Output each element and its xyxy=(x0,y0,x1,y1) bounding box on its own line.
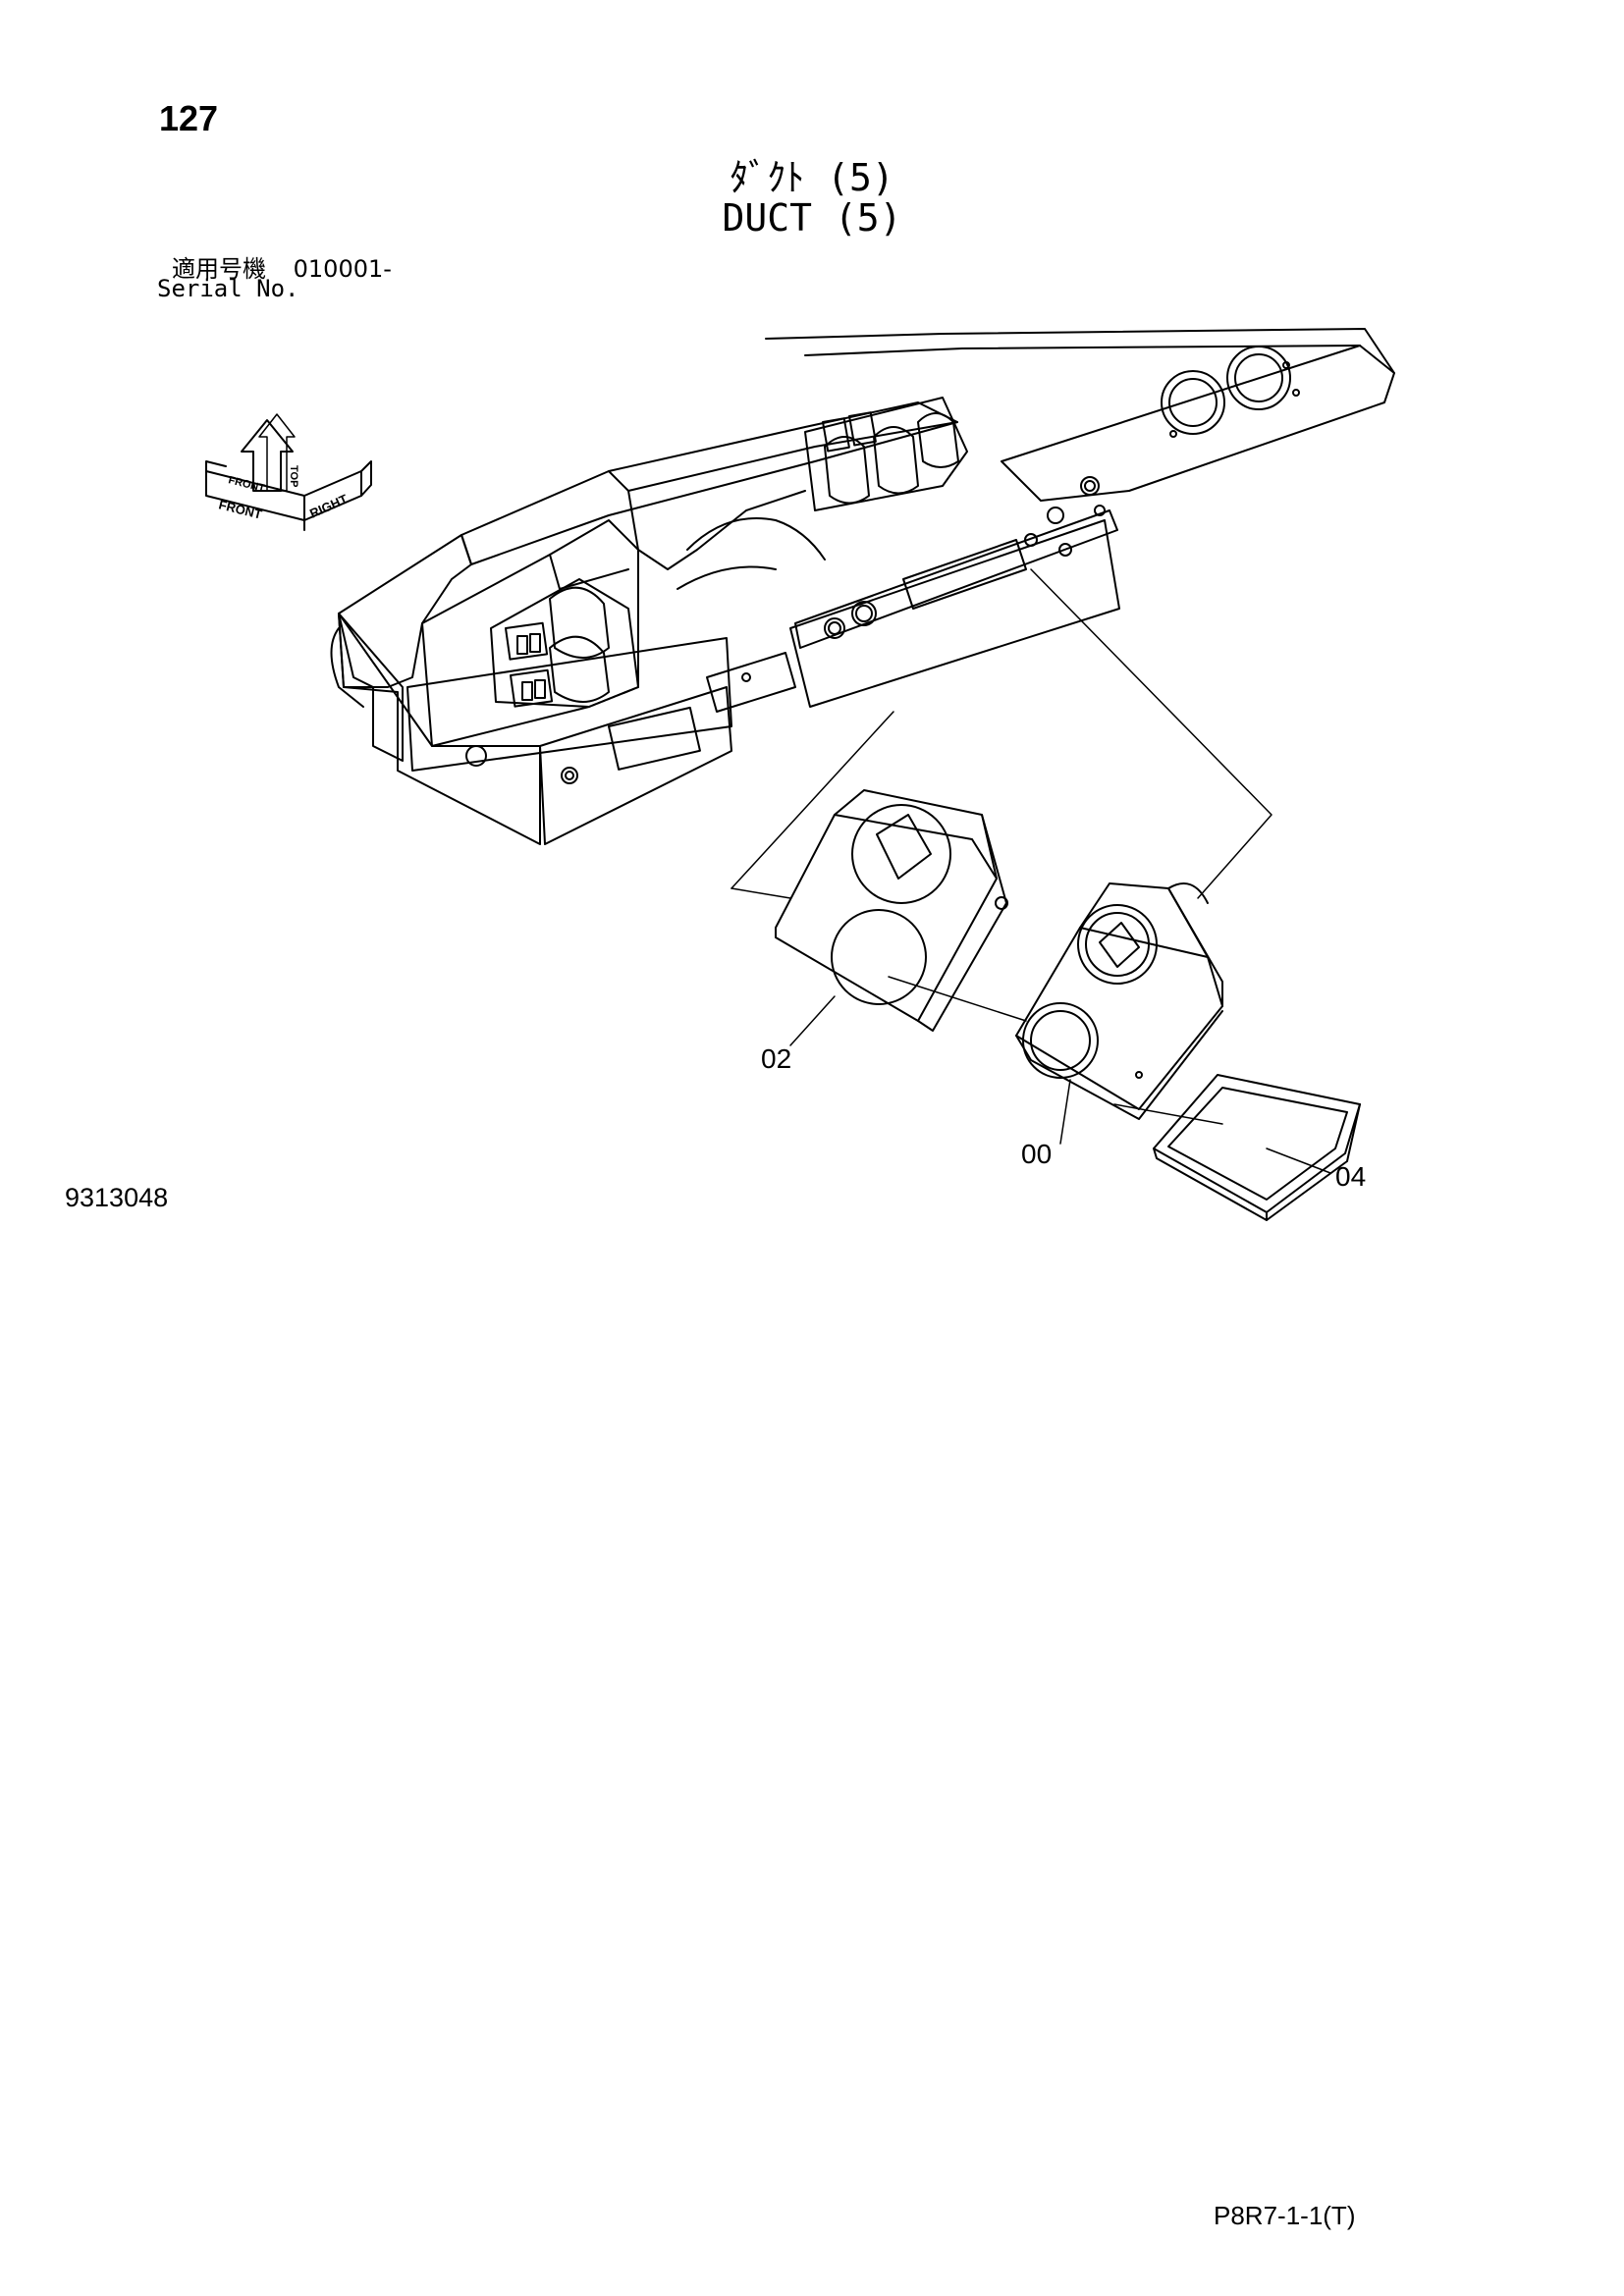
console-assembly xyxy=(330,328,1395,845)
serial-applicability: 適用号機 010001- xyxy=(172,249,411,284)
orientation-label-front-2: FRONT xyxy=(227,474,266,495)
callout-00: 00 xyxy=(1021,1139,1052,1169)
title-japanese: ﾀﾞｸﾄ (5) xyxy=(730,156,894,199)
document-code: P8R7-1-1(T) xyxy=(1214,2201,1356,2230)
part-00-duct xyxy=(1015,882,1223,1120)
serial-range: 010001- xyxy=(293,255,392,283)
serial-label-japanese: 適用号機 xyxy=(172,255,266,283)
orientation-label-top: TOP xyxy=(288,465,299,487)
orientation-icon: FRONT RIGHT TOP FRONT xyxy=(205,413,372,531)
figure-number: 9313048 xyxy=(65,1183,169,1212)
title-english: DUCT (5) xyxy=(722,196,902,240)
callout-04: 04 xyxy=(1335,1161,1366,1192)
top-arrow-shadow xyxy=(258,413,296,492)
part-04-gasket xyxy=(1153,1074,1361,1221)
orientation-label-right: RIGHT xyxy=(307,492,350,521)
callout-02: 02 xyxy=(761,1043,791,1074)
part-02-duct xyxy=(775,789,1008,1032)
top-arrow-icon xyxy=(241,419,294,492)
serial-label-english: Serial No. xyxy=(157,275,299,302)
leader-lines xyxy=(731,568,1331,1174)
page-number: 127 xyxy=(159,98,219,138)
orientation-label-front: FRONT xyxy=(217,497,263,521)
